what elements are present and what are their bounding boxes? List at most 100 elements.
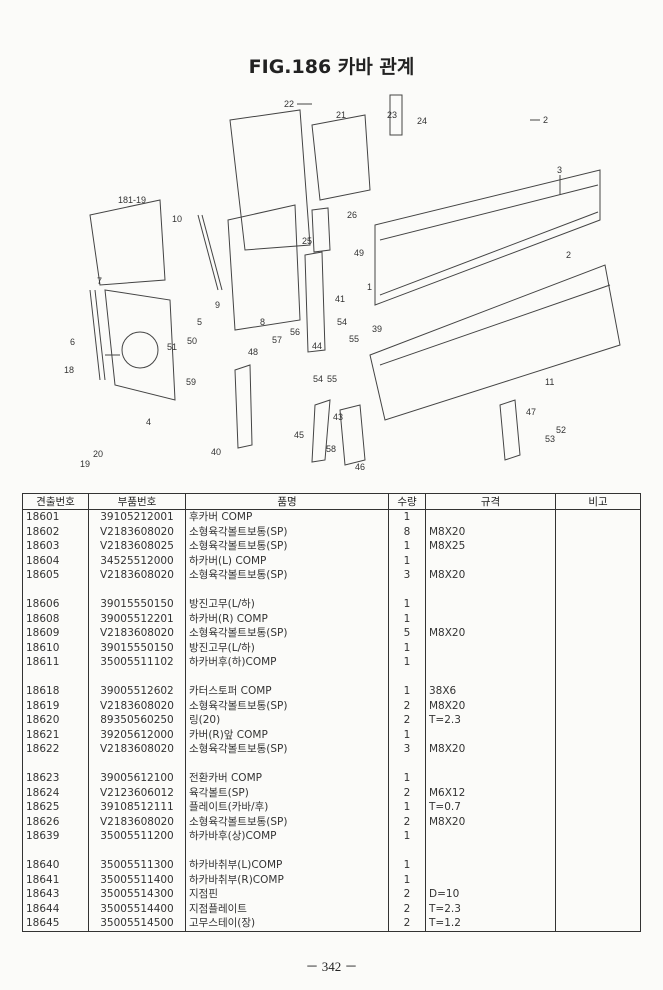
callout: 58: [326, 444, 336, 454]
part-number-cell: 35005514300: [88, 887, 186, 902]
specification-cell: M8X20: [425, 626, 556, 641]
callout: 4: [146, 417, 151, 427]
quantity-cell: 3: [388, 742, 426, 757]
specification-cell: M8X25: [425, 539, 556, 554]
quantity-cell: 3: [388, 568, 426, 583]
part-number-cell: 39015550150: [88, 640, 186, 655]
ref-number-cell: 18624: [22, 785, 89, 800]
quantity-cell: 2: [388, 916, 426, 932]
remarks-cell: [555, 539, 641, 554]
part-name-cell: 하카바취부(R)COMP: [185, 872, 389, 887]
ref-number-cell: 18626: [22, 814, 89, 829]
specification-cell: M8X20: [425, 568, 556, 583]
part-number-cell: 35005511200: [88, 829, 186, 844]
specification-cell: [425, 582, 556, 597]
specification-cell: D=10: [425, 887, 556, 902]
table-row: [22, 582, 641, 597]
specification-cell: [425, 669, 556, 684]
specification-cell: [425, 727, 556, 742]
column-header: 품명: [185, 493, 389, 510]
remarks-cell: [555, 785, 641, 800]
column-header: 견출번호: [22, 493, 89, 510]
callout: 54: [313, 374, 323, 384]
part-name-cell: [185, 669, 389, 684]
callout: 23: [387, 110, 397, 120]
ref-number-cell: 18622: [22, 742, 89, 757]
part-number-cell: 34525512000: [88, 553, 186, 568]
callout: 19: [80, 459, 90, 469]
part-number-cell: 35005514500: [88, 916, 186, 932]
quantity-cell: 1: [388, 655, 426, 670]
callout: 44: [312, 341, 322, 351]
part-number-cell: 35005511300: [88, 858, 186, 873]
specification-cell: [425, 509, 556, 525]
column-header: 부품번호: [88, 493, 186, 510]
quantity-cell: 1: [388, 553, 426, 568]
remarks-cell: [555, 771, 641, 786]
callout: 41: [335, 294, 345, 304]
remarks-cell: [555, 916, 641, 932]
ref-number-cell: 18618: [22, 684, 89, 699]
quantity-cell: 1: [388, 771, 426, 786]
specification-cell: M8X20: [425, 742, 556, 757]
column-header: 규격: [425, 493, 556, 510]
specification-cell: T=1.2: [425, 916, 556, 932]
callout: 52: [556, 425, 566, 435]
quantity-cell: 2: [388, 785, 426, 800]
remarks-cell: [555, 800, 641, 815]
part-name-cell: 소형육각볼트보통(SP): [185, 698, 389, 713]
quantity-cell: [388, 669, 426, 684]
remarks-cell: [555, 684, 641, 699]
ref-number-cell: [22, 582, 89, 597]
part-name-cell: [185, 843, 389, 858]
ref-number-cell: 18611: [22, 655, 89, 670]
ref-number-cell: [22, 669, 89, 684]
callout: 43: [333, 412, 343, 422]
figure-title: FIG.186 카바 관계: [248, 56, 415, 78]
specification-cell: M8X20: [425, 524, 556, 539]
callout: 56: [290, 327, 300, 337]
callout: 7: [97, 276, 102, 286]
part-name-cell: 방진고무(L/하): [185, 640, 389, 655]
remarks-cell: [555, 843, 641, 858]
exploded-parts-diagram: 22 21 23 24 2 3 2 181-19 10 26 25 49 1 7…: [64, 94, 621, 472]
ref-number-cell: 18601: [22, 509, 89, 525]
page-number: － 342 －: [305, 959, 358, 974]
part-number-cell: [88, 756, 186, 771]
specification-cell: T=2.3: [425, 713, 556, 728]
remarks-cell: [555, 887, 641, 902]
part-name-cell: 소형육각볼트보통(SP): [185, 568, 389, 583]
callout: 39: [372, 324, 382, 334]
part-name-cell: 소형육각볼트보통(SP): [185, 539, 389, 554]
specification-cell: [425, 640, 556, 655]
callout: 22: [284, 99, 294, 109]
remarks-cell: [555, 742, 641, 757]
part-name-cell: 고무스테이(장): [185, 916, 389, 932]
ref-number-cell: 18621: [22, 727, 89, 742]
part-name-cell: 플레이트(카바/후): [185, 800, 389, 815]
part-name-cell: 하카버(L) COMP: [185, 553, 389, 568]
specification-cell: M8X20: [425, 814, 556, 829]
specification-cell: [425, 872, 556, 887]
ref-number-cell: 18602: [22, 524, 89, 539]
part-name-cell: 지점핀: [185, 887, 389, 902]
part-number-cell: 39005612100: [88, 771, 186, 786]
part-number-cell: V2183608020: [88, 524, 186, 539]
part-name-cell: 카버(R)앞 COMP: [185, 727, 389, 742]
quantity-cell: 2: [388, 887, 426, 902]
quantity-cell: 2: [388, 901, 426, 916]
part-number-cell: [88, 582, 186, 597]
remarks-cell: [555, 524, 641, 539]
